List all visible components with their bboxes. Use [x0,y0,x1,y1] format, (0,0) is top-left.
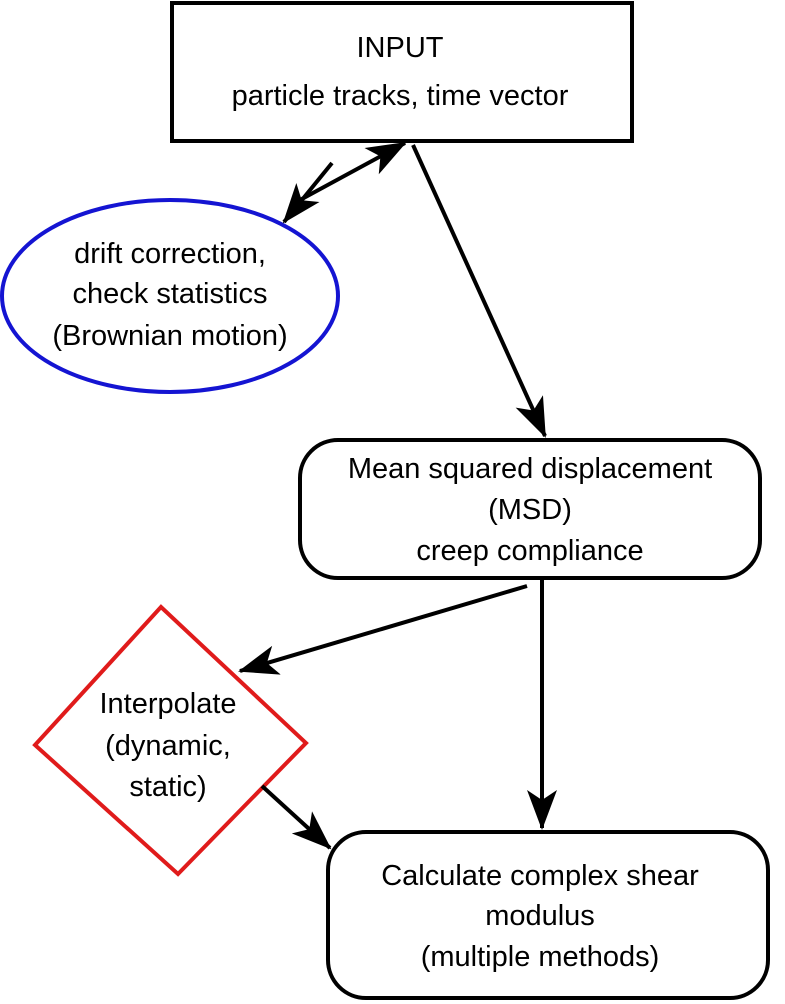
interp-line-2: (dynamic, [105,730,231,762]
interp-line-1: Interpolate [99,688,236,720]
drift-line-3: (Brownian motion) [52,320,287,352]
shear-line-1: Calculate complex shear [381,860,699,892]
shear-line-3: (multiple methods) [421,941,660,973]
input-title: INPUT [357,32,444,64]
interp-line-3: static) [129,771,206,803]
msd-line-2: (MSD) [488,494,572,526]
arrow-msd-to-interpolate [238,584,528,675]
drift-line-2: check statistics [73,278,268,310]
msd-node: Mean squared displacement (MSD) creep co… [298,438,762,580]
input-subtitle: particle tracks, time vector [232,80,569,112]
interpolate-node: Interpolate (dynamic, static) [32,604,309,877]
arrow-interpolate-to-shear [260,784,332,850]
arrow-input-to-msd [411,144,547,438]
shear-line-2: modulus [485,900,595,932]
drift-line-1: drift correction, [74,238,266,270]
msd-line-3: creep compliance [416,535,643,567]
drift-correction-node: drift correction, check statistics (Brow… [0,198,340,394]
input-node: INPUT particle tracks, time vector [170,1,634,143]
arrow-drift-to-input [299,141,407,202]
msd-line-1: Mean squared displacement [348,453,712,485]
arrow-input-to-drift [282,161,334,224]
shear-modulus-node: Calculate complex shear modulus (multipl… [326,830,770,1000]
